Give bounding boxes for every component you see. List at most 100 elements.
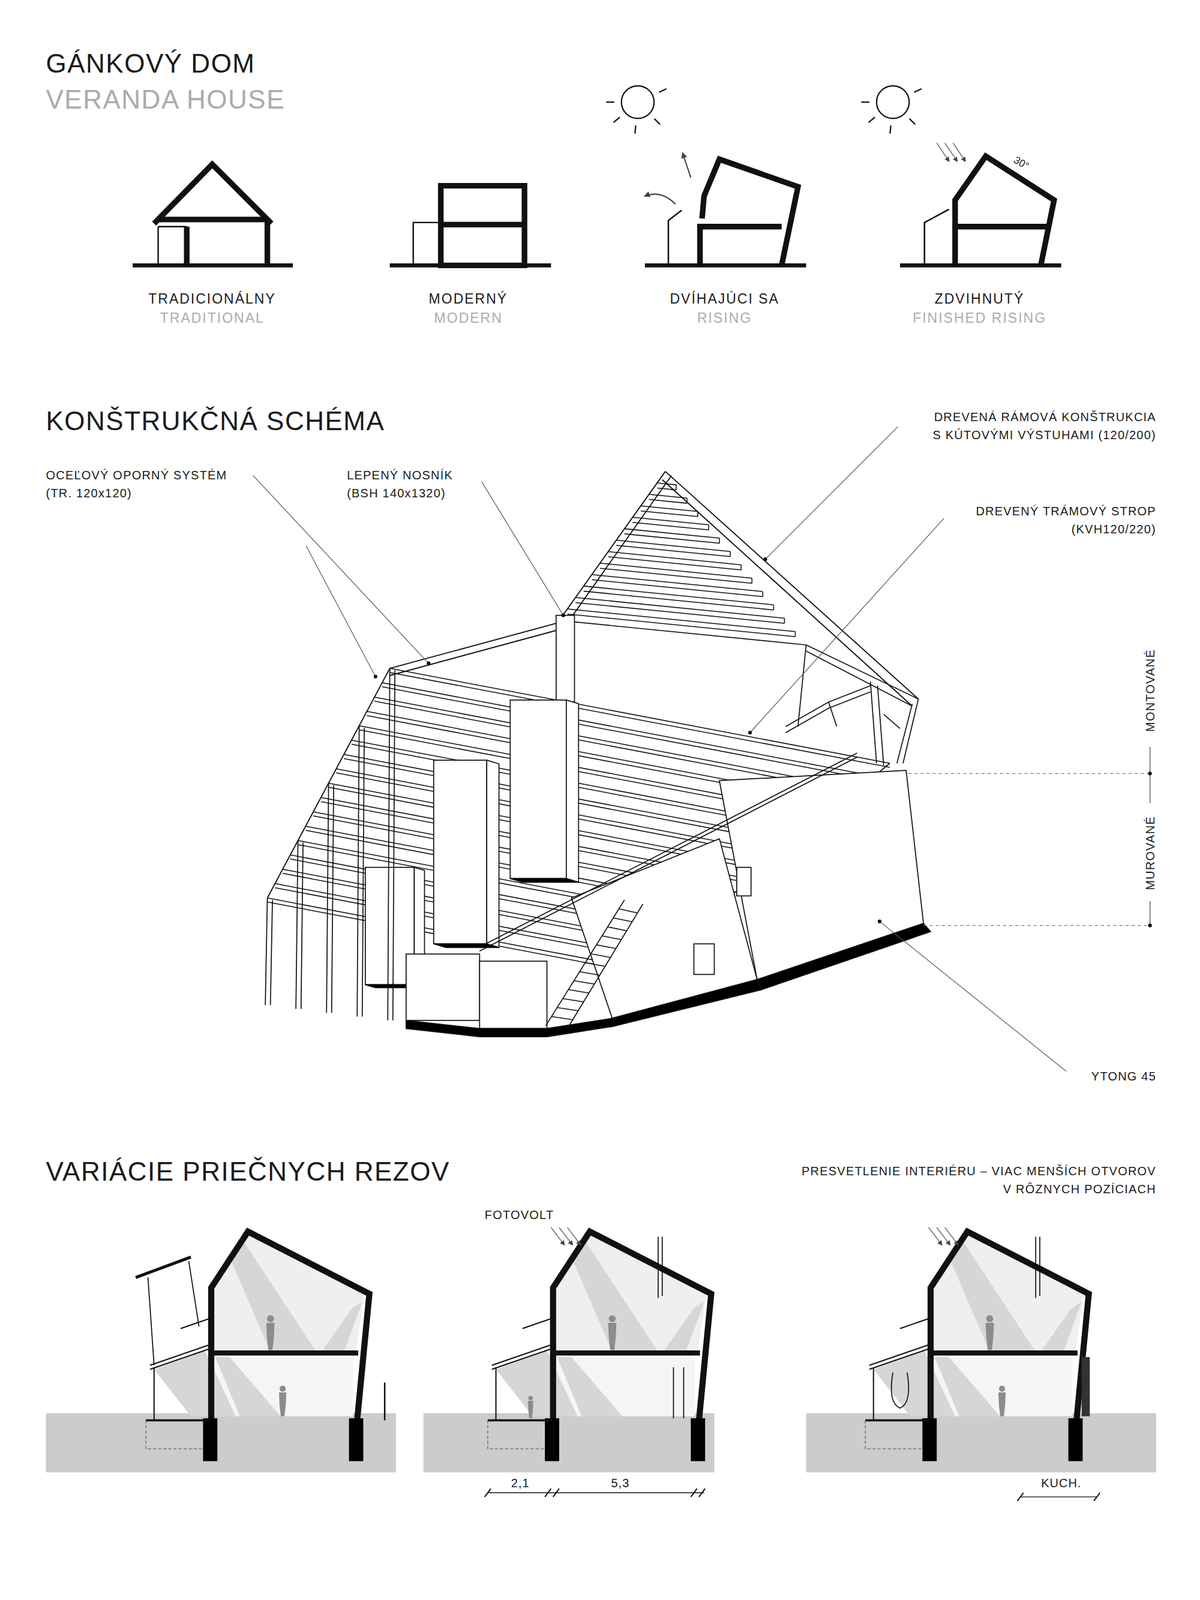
- leader-dot: [373, 675, 378, 679]
- veranda-roof: [869, 1345, 929, 1366]
- roof-purlin: [675, 484, 677, 491]
- masonry-box: [433, 760, 487, 944]
- angle-label: 30°: [1009, 153, 1033, 174]
- roof-purlin: [718, 538, 720, 544]
- callout-label: YTONG 45: [1091, 1067, 1157, 1086]
- dimension-label: 2,1: [511, 1474, 530, 1493]
- subtitle: VERANDA HOUSE: [46, 82, 285, 117]
- house-icon: [264, 219, 270, 266]
- title: GÁNKOVÝ DOM: [46, 46, 256, 81]
- footing-outline: [145, 1420, 203, 1450]
- callout-label: LEPENÝ NOSNÍK (BSH 140x1320): [346, 466, 455, 503]
- section-heading: VARIÁCIE PRIEČNYCH REZOV: [46, 1154, 450, 1189]
- dimension-tick: [484, 1488, 491, 1497]
- steel-post: [362, 727, 365, 1017]
- roof-purlin: [616, 545, 731, 557]
- light-cone: [321, 1302, 363, 1352]
- sun-symbol: [621, 85, 654, 119]
- roof-purlin: [616, 540, 731, 552]
- dimension-tick: [544, 1488, 551, 1497]
- leader-dot: [763, 557, 767, 561]
- roof-purlin: [708, 525, 710, 531]
- person-figure: [528, 1401, 534, 1419]
- roof-purlin: [795, 631, 797, 638]
- veranda-roof: [150, 1348, 210, 1370]
- veranda-post: [495, 1367, 497, 1421]
- roof-purlin: [762, 591, 764, 597]
- roof-rafter: [665, 471, 919, 699]
- sun-symbol: [876, 85, 909, 119]
- roof-purlin: [784, 618, 786, 624]
- masonry-wall: [719, 770, 924, 980]
- wall-opening: [736, 867, 752, 897]
- interior-fill: [933, 1355, 1073, 1417]
- veranda-floor: [145, 1419, 210, 1422]
- house-icon: [441, 222, 525, 228]
- level-line: [908, 773, 1151, 774]
- dimension-label: 5,3: [611, 1474, 630, 1493]
- dimension-tick: [1093, 1492, 1100, 1502]
- leader-line: [306, 546, 376, 677]
- roof-beam: [559, 620, 807, 645]
- house-icon: [955, 223, 1047, 230]
- stair-tread: [585, 963, 605, 967]
- roof-purlin: [751, 578, 753, 584]
- foundation: [922, 1418, 937, 1461]
- sun-ray-arrow: [567, 1227, 581, 1245]
- person-figure: [279, 1392, 287, 1417]
- stair-tread: [601, 936, 621, 940]
- stair-line: [673, 1367, 675, 1419]
- upper-overhang: [900, 1318, 930, 1329]
- type-label: DVÍHAJÚCI SA: [669, 290, 779, 309]
- person-figure: [607, 1323, 617, 1350]
- veranda-roof: [492, 1345, 552, 1366]
- panel-strut: [148, 1277, 155, 1365]
- glulam-beam: [556, 615, 575, 703]
- floor-joist: [390, 668, 890, 764]
- line-stroke: [668, 210, 682, 266]
- steel-post: [357, 726, 359, 1017]
- type-label: MODERNÝ: [429, 290, 509, 309]
- leader-dot: [561, 613, 566, 618]
- stair-tread: [596, 945, 616, 949]
- chimney: [657, 1236, 659, 1298]
- stair-tread: [557, 1007, 579, 1011]
- roof-purlin: [640, 511, 698, 517]
- frame-brace: [828, 702, 837, 727]
- masonry-wall: [406, 954, 480, 1021]
- frame-post: [870, 681, 877, 764]
- foundation: [349, 1418, 364, 1461]
- veranda-floor: [865, 1419, 930, 1422]
- dimension-label: KUCH.: [1041, 1474, 1082, 1493]
- section-wall: [553, 1231, 712, 1421]
- wall-shadow: [757, 923, 931, 990]
- person-head: [279, 1386, 286, 1392]
- veranda-roof: [492, 1348, 552, 1370]
- stair-tread: [579, 972, 600, 976]
- steel-beam: [390, 622, 560, 669]
- roof-purlin: [608, 552, 742, 566]
- person-head: [986, 1315, 994, 1323]
- kitchen-unit: [1081, 1357, 1091, 1417]
- hammock: [891, 1372, 909, 1409]
- frame-brace: [883, 714, 900, 729]
- section-floor: [930, 1350, 1078, 1356]
- stair-stringer: [546, 900, 625, 1026]
- type-label-en: MODERN: [434, 309, 503, 328]
- motion-arrow: [682, 153, 692, 178]
- footing-outline: [865, 1420, 923, 1450]
- steel-post: [265, 898, 267, 1006]
- ground: [806, 1413, 1157, 1473]
- veranda-post: [153, 1367, 155, 1421]
- leader-lines: [253, 426, 1152, 1072]
- roof-purlin: [567, 609, 796, 632]
- wall-opening: [693, 943, 714, 975]
- floor-joist: [390, 672, 890, 768]
- light-cone: [571, 1239, 659, 1353]
- type-label-en: TRADITIONAL: [160, 309, 265, 328]
- person-figure: [266, 1323, 275, 1350]
- light-cone: [1041, 1302, 1082, 1352]
- leader-line: [765, 426, 899, 560]
- stair-tread: [551, 1016, 573, 1020]
